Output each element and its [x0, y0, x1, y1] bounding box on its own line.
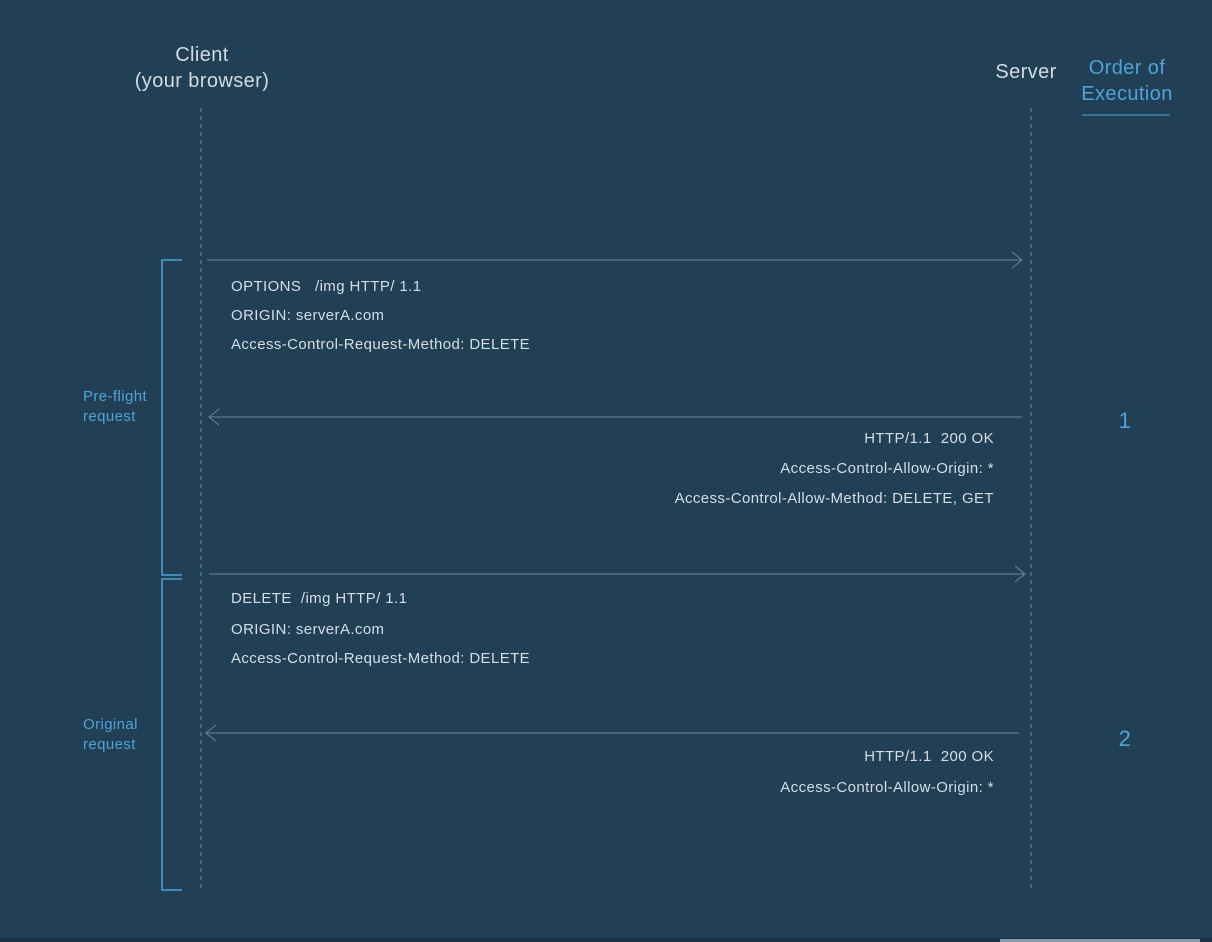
preflight-response-arrow	[208, 408, 1022, 426]
order-number-2: 2	[1118, 726, 1132, 751]
order-header-line1: Order of	[1088, 57, 1166, 79]
bottom-rule	[0, 938, 1212, 942]
order-header-line2: Execution	[1081, 83, 1173, 105]
original-request-line-3: Access-Control-Request-Method: DELETE	[231, 650, 531, 667]
preflight-response-line-1: HTTP/1.1 200 OK	[864, 430, 994, 447]
original-request-line-1: DELETE /img HTTP/ 1.1	[231, 590, 408, 607]
original-response-line-1: HTTP/1.1 200 OK	[864, 748, 994, 765]
original-label-line1: Original	[83, 716, 138, 733]
client-header-line1: Client	[175, 44, 229, 66]
original-bracket	[161, 578, 182, 891]
original-label-line2: request	[83, 736, 136, 753]
server-header-label: Server	[995, 61, 1057, 83]
preflight-response-line-3: Access-Control-Allow-Method: DELETE, GET	[674, 490, 994, 507]
preflight-label-line2: request	[83, 408, 136, 425]
preflight-request-line-1: OPTIONS /img HTTP/ 1.1	[231, 278, 422, 295]
original-label: Original request	[83, 715, 138, 755]
order-header: Order of Execution	[1072, 55, 1182, 107]
bottom-rule-highlight	[1000, 939, 1200, 942]
server-header: Server	[986, 59, 1066, 85]
original-request-arrow	[209, 565, 1026, 583]
order-number-1: 1	[1118, 408, 1132, 433]
original-response-line-2: Access-Control-Allow-Origin: *	[780, 779, 994, 796]
original-request-line-2: ORIGIN: serverA.com	[231, 621, 385, 638]
preflight-request-arrow	[207, 251, 1023, 269]
preflight-request-line-2: ORIGIN: serverA.com	[231, 307, 385, 324]
preflight-label: Pre-flight request	[83, 387, 147, 427]
client-header: Client (your browser)	[102, 42, 302, 94]
preflight-label-line1: Pre-flight	[83, 388, 148, 405]
preflight-request-line-3: Access-Control-Request-Method: DELETE	[231, 336, 531, 353]
client-header-line2: (your browser)	[134, 70, 270, 92]
original-response-arrow	[205, 724, 1019, 742]
preflight-bracket	[161, 259, 182, 576]
preflight-response-line-2: Access-Control-Allow-Origin: *	[780, 460, 994, 477]
